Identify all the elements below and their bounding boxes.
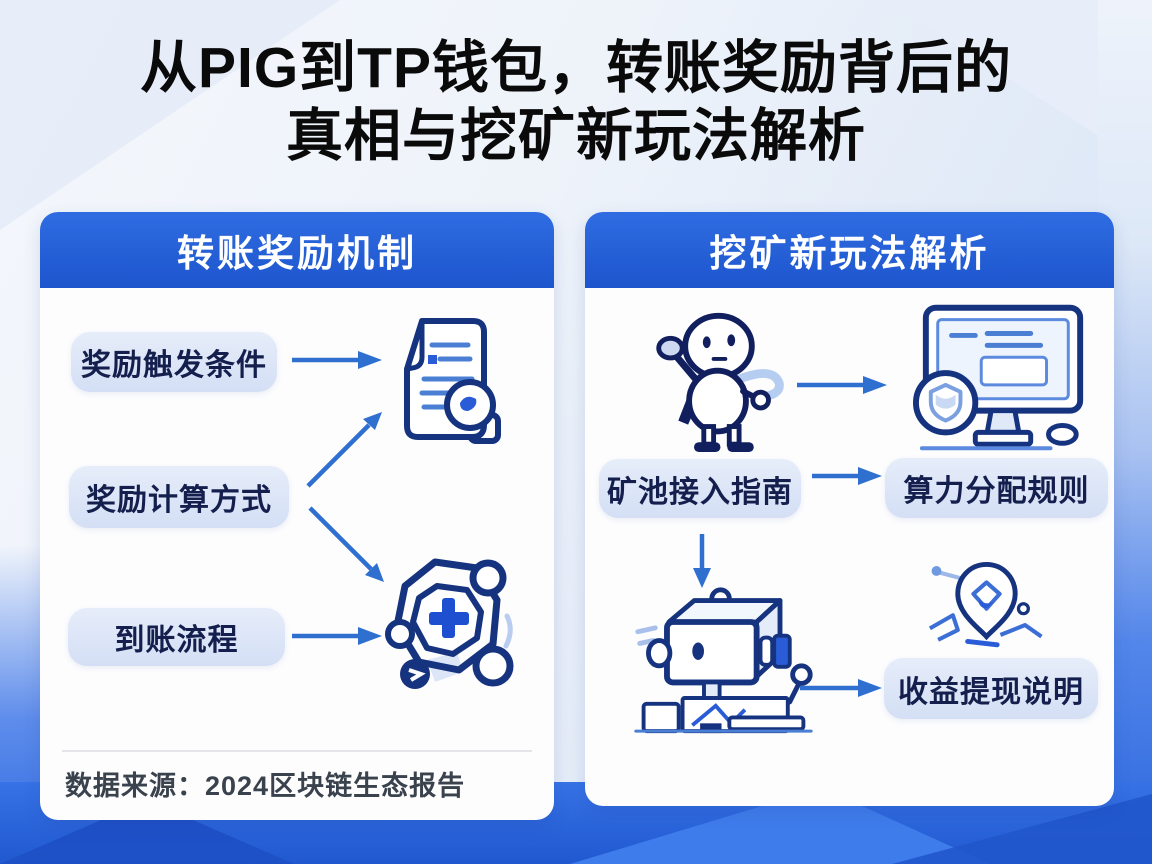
arrow-right-icon [290, 348, 382, 377]
footer-divider [62, 750, 532, 752]
arrow-right-icon [290, 624, 382, 653]
document-review-icon [380, 315, 505, 460]
arrow-right-icon [810, 464, 882, 493]
page-title-line1: 从PIG到TP钱包，转账奖励背后的 [139, 36, 1013, 100]
card-header-transfer-reward: 转账奖励机制 [40, 212, 554, 288]
arrow-diagonal-up-icon [302, 408, 386, 497]
label-mining-pool-guide: 矿池接入指南 [599, 459, 801, 518]
arrow-right-icon [798, 676, 882, 705]
map-pin-icon [925, 548, 1048, 667]
card-transfer-reward: 转账奖励机制 奖励触发条件 奖励计算方式 到账流程 [40, 212, 554, 820]
label-reward-calculation: 奖励计算方式 [69, 466, 289, 528]
background-facet [0, 544, 42, 864]
shield-network-icon [385, 552, 515, 712]
label-arrival-process: 到账流程 [68, 608, 285, 666]
data-source-note: 数据来源：2024区块链生态报告 [65, 771, 466, 801]
arrow-right-icon [795, 373, 887, 402]
monitor-shield-icon [912, 303, 1095, 456]
arrow-diagonal-down-icon [304, 502, 388, 591]
arrow-down-icon [690, 532, 714, 593]
label-reward-trigger: 奖励触发条件 [71, 332, 277, 392]
label-withdrawal-instructions: 收益提现说明 [884, 658, 1098, 719]
robot-icon [628, 585, 818, 740]
page-title-line2: 真相与挖矿新玩法解析 [286, 104, 866, 168]
mascot-character-icon [645, 303, 792, 460]
page-title: 从PIG到TP钱包，转账奖励背后的 真相与挖矿新玩法解析 [0, 34, 1152, 170]
label-hashrate-allocation: 算力分配规则 [885, 458, 1108, 518]
card-header-mining-analysis: 挖矿新玩法解析 [585, 212, 1114, 288]
card-mining-analysis: 挖矿新玩法解析 [585, 212, 1114, 806]
